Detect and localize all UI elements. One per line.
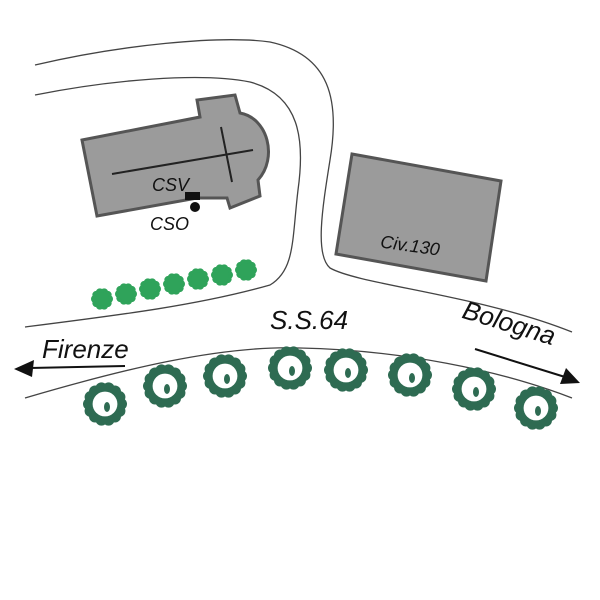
tree — [514, 386, 558, 430]
bologna-arrow-icon — [560, 368, 580, 384]
road-lines — [24, 39, 573, 399]
hedge-shrub — [163, 273, 185, 295]
hedge-shrub — [115, 283, 137, 305]
hedge-shrub — [187, 268, 209, 290]
bologna-label: Bologna — [459, 294, 559, 351]
hedge-shrub — [139, 278, 161, 300]
church-building — [80, 93, 270, 218]
road-edge-inner-north — [24, 76, 302, 328]
tree — [83, 382, 127, 426]
csv-label: CSV — [152, 175, 191, 195]
tree — [268, 346, 312, 390]
building-civ-130 — [334, 152, 503, 283]
bologna-arrow-line — [474, 348, 566, 378]
road-edge-south — [24, 347, 573, 399]
hedge-shrub — [235, 259, 257, 281]
tree-row — [83, 346, 558, 430]
hedge-row — [91, 259, 257, 310]
tree — [452, 367, 496, 411]
tree — [388, 353, 432, 397]
hedge-shrub — [91, 288, 113, 310]
cso-label: CSO — [150, 214, 189, 234]
tree — [324, 348, 368, 392]
tree — [203, 354, 247, 398]
firenze-arrow-icon — [14, 360, 34, 377]
firenze-label: Firenze — [42, 334, 129, 364]
firenze-arrow-line — [29, 365, 126, 369]
road-label: S.S.64 — [270, 305, 348, 335]
csv-marker — [185, 192, 200, 200]
tree — [143, 364, 187, 408]
cso-marker — [190, 202, 200, 212]
road-edge-outer-north — [34, 39, 573, 333]
hedge-shrub — [211, 264, 233, 286]
